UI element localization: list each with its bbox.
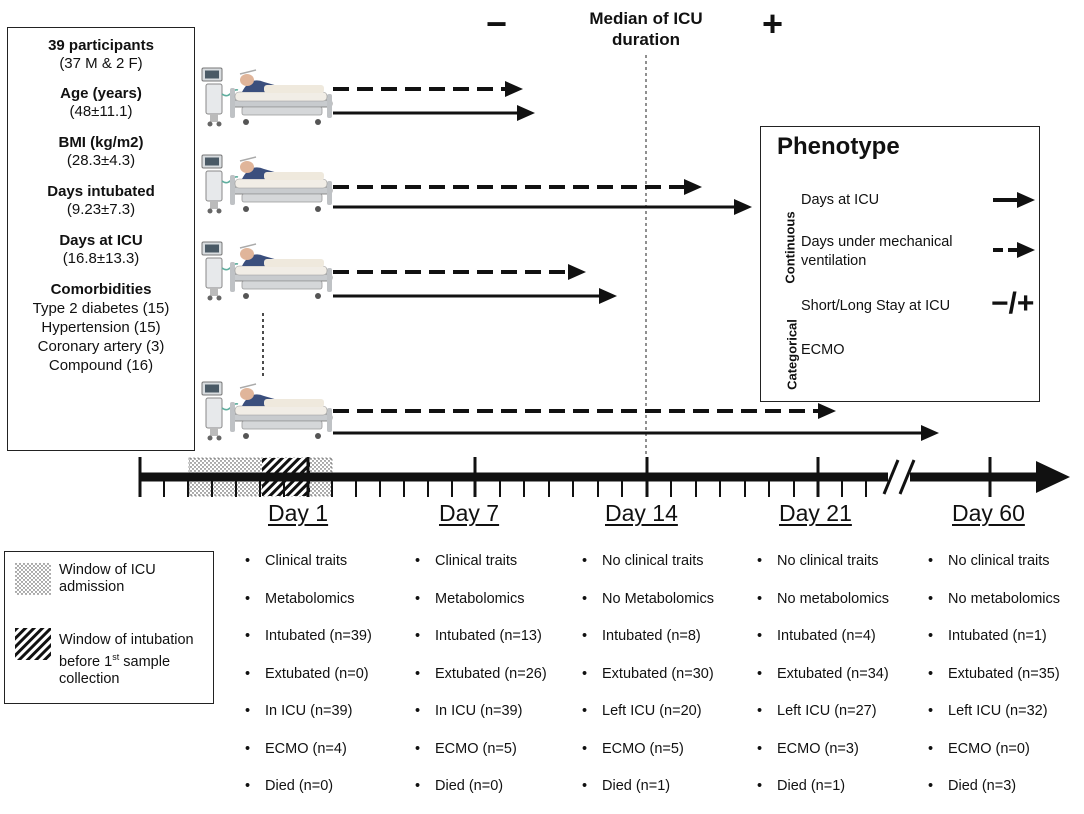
list-item: •ECMO (n=0) <box>928 740 1030 757</box>
list-item: •ECMO (n=5) <box>582 740 684 757</box>
hatched-swatch-icon <box>15 628 51 660</box>
icu-bed-icon-3 <box>201 241 333 302</box>
comorbidity-item: Coronary artery (3) <box>37 338 165 355</box>
day-60-label: Day 60 <box>952 500 1025 526</box>
list-item: •Left ICU (n=20) <box>582 703 702 719</box>
patient-1-icu-arrow <box>333 105 535 121</box>
list-item: •Left ICU (n=27) <box>757 703 877 719</box>
window-legend-box: Window of ICU admission Window of intuba… <box>4 551 214 704</box>
comorbidity-item: Hypertension (15) <box>41 319 161 336</box>
list-item: •Metabolomics <box>245 590 355 607</box>
dotted-swatch-icon <box>15 563 51 595</box>
categorical-label: Categorical <box>784 319 800 390</box>
comorbidity-item: Type 2 diabetes (15) <box>32 300 170 317</box>
long-stay-plus: + <box>762 3 784 44</box>
patient-1-ventilation-arrow <box>333 81 523 97</box>
list-item: •ECMO (n=5) <box>415 740 517 757</box>
list-item: •ECMO (n=4) <box>245 740 347 757</box>
list-item: •Intubated (n=8) <box>582 628 701 644</box>
day-21-list: •No clinical traits •No metabolomics •In… <box>757 551 889 814</box>
age-label: Age (years) <box>60 85 142 102</box>
list-item: •Extubated (n=26) <box>415 665 547 682</box>
list-item: •No clinical traits <box>757 553 879 569</box>
list-item: •No Metabolomics <box>582 590 715 607</box>
age-value: (48±11.1) <box>69 103 133 120</box>
list-item: •Clinical traits <box>415 553 518 569</box>
list-item: •Clinical traits <box>245 553 348 569</box>
list-item: •No clinical traits <box>928 553 1050 569</box>
days-intubated-label: Days intubated <box>47 183 155 200</box>
short-long-symbol: −/+ <box>991 287 1035 320</box>
bmi-value: (28.3±4.3) <box>66 152 136 169</box>
list-item: •Extubated (n=30) <box>582 665 714 682</box>
list-item: •Died (n=1) <box>757 778 846 794</box>
median-icu-label: Median of ICU duration <box>589 9 703 49</box>
day-14-list: •No clinical traits •No Metabolomics •In… <box>582 551 714 814</box>
comorbidity-item: Compound (16) <box>48 357 154 374</box>
phenotype-arrow-samples <box>993 192 1035 258</box>
patient-4-ventilation-arrow <box>333 403 836 419</box>
days-mv-legend-text: Days under mechanical ventilation <box>801 234 953 269</box>
patient-2-icu-arrow <box>333 199 752 215</box>
list-item: •In ICU (n=39) <box>415 703 523 719</box>
phenotype-title: Phenotype <box>777 133 900 160</box>
list-item: •Intubated (n=13) <box>415 628 542 644</box>
day-7-label: Day 7 <box>439 500 500 526</box>
list-item: •Died (n=3) <box>928 778 1017 794</box>
day-14-label: Day 14 <box>605 500 678 526</box>
bmi-label: BMI (kg/m2) <box>58 134 144 151</box>
list-item: •No metabolomics <box>757 590 890 607</box>
list-item: •Left ICU (n=32) <box>928 703 1048 719</box>
day-60-list: •No clinical traits •No metabolomics •In… <box>928 551 1060 814</box>
participants-title: 39 participants <box>48 37 154 54</box>
comorbidities-label: Comorbidities <box>50 281 152 298</box>
list-item: •Died (n=1) <box>582 778 671 794</box>
list-item: •Intubated (n=1) <box>928 628 1047 644</box>
day-7-list: •Clinical traits •Metabolomics •Intubate… <box>415 551 547 814</box>
list-item: •No metabolomics <box>928 590 1061 607</box>
list-item: •Extubated (n=0) <box>245 665 369 682</box>
patient-4-icu-arrow <box>333 425 939 441</box>
days-icu-label: Days at ICU <box>59 232 143 249</box>
icu-bed-icon-1 <box>201 67 333 128</box>
participants-sex: (37 M & 2 F) <box>59 55 143 72</box>
list-item: •ECMO (n=3) <box>757 740 859 757</box>
ecmo-legend-text: ECMO <box>801 342 845 358</box>
day-21-label: Day 21 <box>779 500 852 526</box>
day-1-list: •Clinical traits •Metabolomics •Intubate… <box>245 551 372 814</box>
list-item: •In ICU (n=39) <box>245 703 353 719</box>
admission-window-text: Window of ICU admission <box>59 562 156 595</box>
list-item: •Died (n=0) <box>415 778 504 794</box>
list-item: •Metabolomics <box>415 590 525 607</box>
timeline-axis <box>138 457 1070 497</box>
day-1-label: Day 1 <box>268 500 329 526</box>
list-item: •Intubated (n=39) <box>245 628 372 644</box>
days-intubated-value: (9.23±7.3) <box>66 201 136 218</box>
intubation-window-text: Window of intubation before 1st sample c… <box>59 632 194 687</box>
list-item: •Extubated (n=34) <box>757 665 889 682</box>
icu-bed-icon-2 <box>201 154 333 215</box>
list-item: •No clinical traits <box>582 553 704 569</box>
participants-summary-box: 39 participants (37 M & 2 F) Age (years)… <box>7 27 195 451</box>
icu-bed-icon-4 <box>201 381 333 442</box>
days-icu-legend-text: Days at ICU <box>801 192 880 208</box>
short-stay-minus: − <box>486 3 508 44</box>
patient-3-ventilation-arrow <box>333 264 586 280</box>
patient-3-icu-arrow <box>333 288 617 304</box>
list-item: •Intubated (n=4) <box>757 628 876 644</box>
list-item: •Died (n=0) <box>245 778 334 794</box>
phenotype-legend-box: Phenotype Continuous Categorical Days at… <box>760 126 1040 402</box>
list-item: •Extubated (n=35) <box>928 665 1060 682</box>
patient-2-ventilation-arrow <box>333 179 702 195</box>
days-icu-value: (16.8±13.3) <box>62 250 140 267</box>
short-long-legend-text: Short/Long Stay at ICU <box>801 298 951 314</box>
continuous-label: Continuous <box>782 211 798 284</box>
